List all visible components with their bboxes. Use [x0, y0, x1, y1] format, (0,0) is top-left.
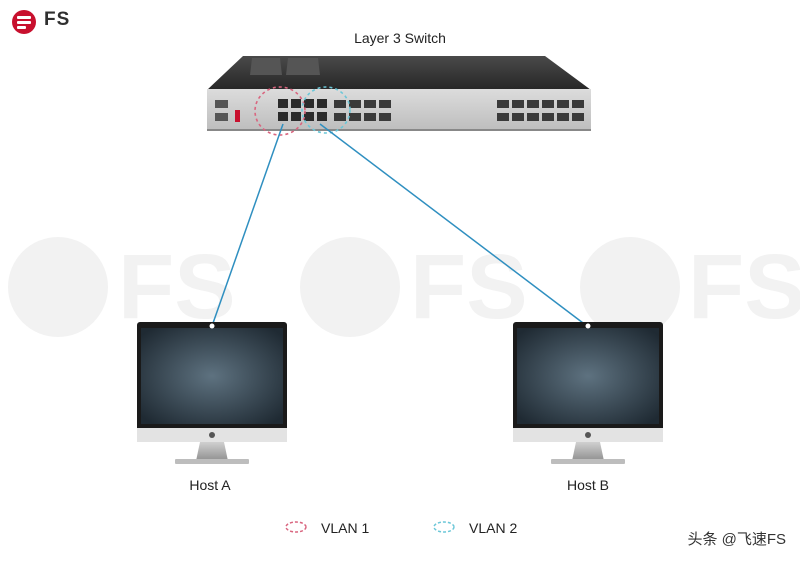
sfp-ports-left [334, 100, 391, 121]
switch-vent-2 [286, 58, 320, 75]
svg-text:FS: FS [688, 236, 800, 338]
mgmt-port-icon [215, 113, 228, 121]
watermark-logo-2: FS [300, 236, 528, 338]
background-watermarks: FS FS FS [8, 236, 800, 338]
host-a-label: Host A [189, 477, 231, 493]
usb-port-icon [235, 110, 240, 122]
legend-vlan2-swatch [433, 521, 455, 533]
watermark-logo-1: FS [8, 236, 236, 338]
link-host-a [211, 123, 284, 327]
legend-vlan1-swatch [285, 521, 307, 533]
host-b-monitor-icon [513, 322, 663, 464]
watermark-logo-3: FS [580, 236, 800, 338]
source-credit: 头条 @飞速FS [687, 531, 786, 548]
switch-front-panel [207, 89, 591, 131]
svg-text:FS: FS [410, 236, 528, 338]
layer3-switch [207, 56, 591, 131]
host-b-label: Host B [566, 477, 609, 493]
brand-logo-text: FS [44, 9, 71, 30]
vlan1-port-group-marker [254, 86, 306, 136]
svg-text:FS: FS [118, 236, 236, 338]
brand-logo-icon [12, 10, 36, 34]
diagram-title: Layer 3 Switch [354, 30, 446, 46]
rj45-ports [278, 99, 327, 121]
legend-vlan2-label: VLAN 2 [469, 520, 518, 536]
console-port-icon [215, 100, 228, 108]
link-host-b [319, 123, 588, 327]
switch-vent-1 [250, 58, 282, 75]
sfp-ports-right [497, 100, 584, 121]
vlan2-port-group-marker [301, 86, 351, 134]
host-a-monitor-icon [137, 322, 287, 464]
legend-vlan1-label: VLAN 1 [321, 520, 370, 536]
